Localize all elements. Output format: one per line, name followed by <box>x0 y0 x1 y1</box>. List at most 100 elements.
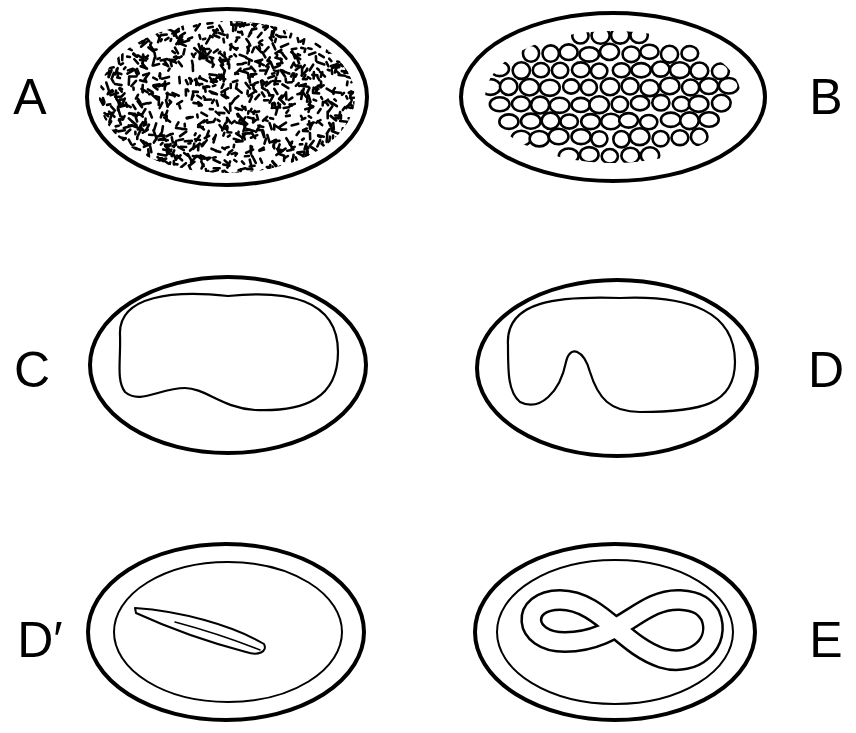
stipple-dash <box>322 29 325 31</box>
blastomere-cell <box>699 112 718 127</box>
stipple-dash <box>349 118 356 119</box>
stipple-dash <box>227 118 230 123</box>
stipple-dash <box>197 145 200 150</box>
stipple-dash <box>305 144 307 150</box>
stipple-dash <box>296 157 298 161</box>
stipple-dash <box>141 85 144 91</box>
stipple-dash <box>333 39 334 43</box>
stipple-dash <box>321 97 322 99</box>
stipple-dash <box>318 135 324 136</box>
blastomere-cell <box>490 62 509 77</box>
stipple-dash <box>236 19 240 22</box>
blastomere-cell <box>550 98 570 113</box>
stipple-dash <box>268 57 270 61</box>
stipple-dash <box>136 117 138 122</box>
stipple-dash <box>188 37 192 38</box>
stipple-dash <box>95 87 97 90</box>
stipple-dash <box>208 27 213 28</box>
stipple-dash <box>272 177 275 180</box>
stipple-dash <box>332 136 335 139</box>
blastomere-cell <box>670 62 690 78</box>
stipple-dash <box>342 26 348 29</box>
stipple-dash <box>354 23 355 27</box>
stipple-dash <box>179 62 182 66</box>
stipple-dash <box>255 95 259 100</box>
stipple-dash <box>189 79 192 84</box>
stipple-dash <box>112 79 114 83</box>
stipple-dash <box>257 115 258 120</box>
stipple-dash <box>307 166 314 169</box>
stipple-dash <box>182 25 183 29</box>
stipple-dash <box>319 164 320 166</box>
cleavage-cells <box>481 27 739 164</box>
stipple-dash <box>326 62 328 66</box>
stipple-dash <box>256 170 262 174</box>
egg-shell <box>90 277 366 453</box>
stipple-dash <box>148 177 154 179</box>
stipple-dash <box>105 143 110 145</box>
stipple-dash <box>302 70 307 75</box>
stipple-dash <box>124 24 130 29</box>
stipple-dash <box>291 73 293 76</box>
stipple-dash <box>266 62 270 66</box>
stipple-dash <box>335 152 338 154</box>
stipple-dash <box>161 33 166 36</box>
stipple-dash <box>262 132 264 137</box>
stipple-dash <box>355 148 359 153</box>
stipple-dash <box>158 74 161 76</box>
stipple-dash <box>131 34 133 36</box>
stipple-dash <box>222 95 227 98</box>
stipple-dash <box>318 77 320 80</box>
stipple-dash <box>272 72 274 75</box>
stipple-dash <box>246 58 252 61</box>
stipple-dash <box>314 98 317 102</box>
stipple-dash <box>207 174 213 177</box>
stipple-dash <box>169 144 170 146</box>
stipple-dash <box>120 88 123 89</box>
blastomere-cell <box>613 131 629 147</box>
stipple-dash <box>143 167 146 172</box>
stipple-dash <box>154 138 157 142</box>
egg-shell <box>461 13 765 181</box>
stipple-dash <box>144 122 146 123</box>
stipple-dash <box>281 177 285 180</box>
stipple-dash <box>166 145 169 152</box>
blastomere-cell <box>612 96 628 112</box>
stipple-dash <box>309 116 311 117</box>
stipple-dash <box>125 157 126 164</box>
stipple-dash <box>126 169 129 173</box>
stipple-dash <box>212 100 214 103</box>
blastomere-cell <box>653 131 669 146</box>
stipple-dash <box>94 94 97 96</box>
stipple-dash <box>95 78 99 80</box>
stipple-dash <box>133 160 137 162</box>
stipple-dash <box>282 84 288 88</box>
stipple-dash <box>328 68 330 71</box>
stipple-dash <box>346 122 349 128</box>
stipple-dash <box>141 55 144 59</box>
stipple-dash <box>229 104 232 111</box>
stipple-dash <box>273 80 280 83</box>
stipple-dash <box>94 25 100 27</box>
stipple-dash <box>308 122 314 124</box>
stipple-dash <box>196 24 200 30</box>
stipple-dash <box>148 89 153 92</box>
stipple-dash <box>279 51 282 53</box>
stipple-dash <box>107 168 110 170</box>
stipple-dash <box>113 143 116 148</box>
stipple-dash <box>219 33 225 35</box>
stipple-dash <box>321 142 324 144</box>
stipple-dash <box>329 48 334 51</box>
stipple-dash <box>126 151 133 154</box>
stipple-dash <box>284 21 292 24</box>
stipple-dash <box>104 113 108 116</box>
stipple-dash <box>112 73 114 77</box>
stipple-dash <box>122 41 126 44</box>
stipple-dash <box>320 148 325 151</box>
stipple-dash <box>222 39 225 43</box>
stipple-dash <box>246 129 250 132</box>
stipple-dash <box>182 40 189 42</box>
stipple-dash <box>134 53 138 56</box>
blastomere-cell <box>691 129 708 145</box>
stipple-dash <box>341 154 343 156</box>
